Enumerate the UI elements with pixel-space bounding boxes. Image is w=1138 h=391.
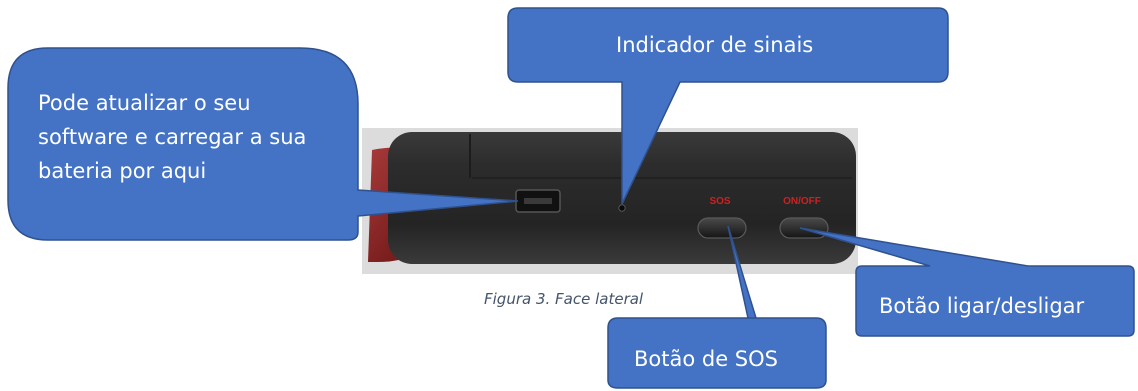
led-indicator-icon	[618, 204, 626, 212]
callout-sos-text: Botão de SOS	[634, 347, 778, 371]
power-device-label: ON/OFF	[783, 196, 821, 207]
device-photo: SOS ON/OFF	[362, 128, 858, 274]
callout-power-shape	[799, 227, 1135, 337]
callout-sos-shape	[607, 225, 827, 389]
sos-button-icon	[697, 217, 747, 239]
sos-device-label: SOS	[709, 196, 730, 207]
usb-port-icon	[515, 189, 561, 213]
callout-signal-text: Indicador de sinais	[616, 33, 814, 57]
callout-power-text: Botão ligar/desligar	[879, 294, 1085, 318]
callout-usb-shape	[7, 47, 519, 241]
figure-caption: Figura 3. Face lateral	[484, 290, 644, 308]
callout-signal-shape	[507, 7, 949, 205]
callout-usb-text: Pode atualizar o seu software e carregar…	[38, 91, 307, 183]
